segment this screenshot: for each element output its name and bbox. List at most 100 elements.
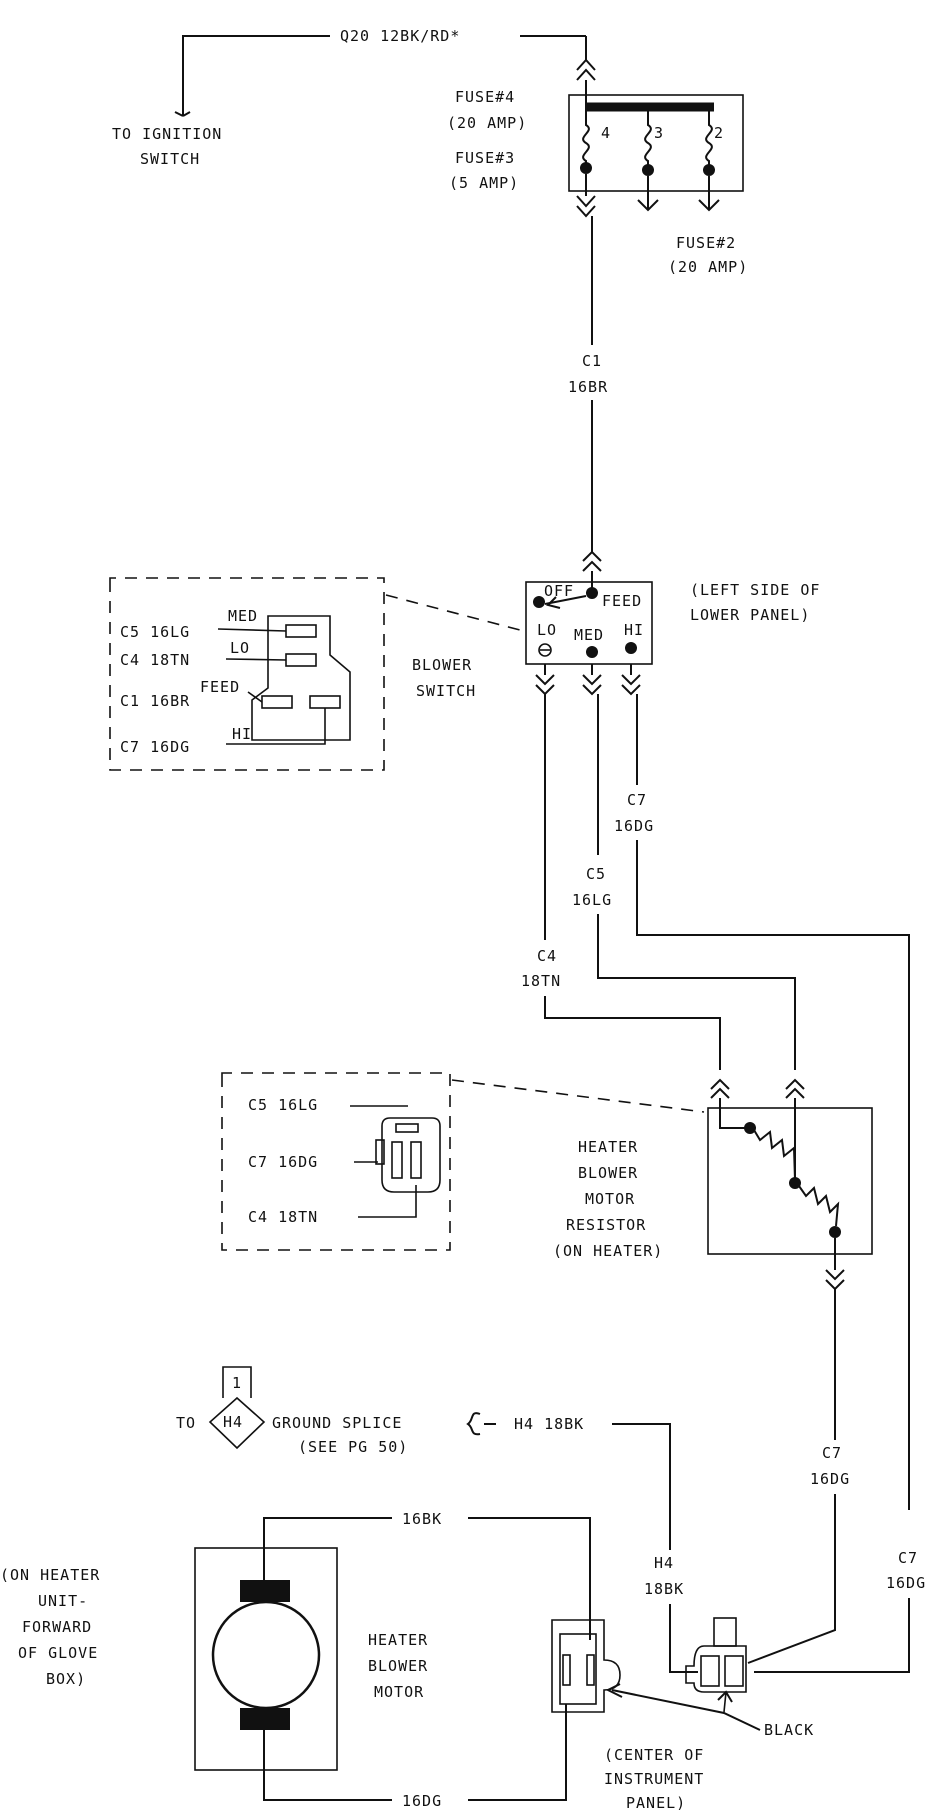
switch-terminal-hi <box>309 695 341 709</box>
fuse-3-label: FUSE#3 <box>455 149 515 167</box>
resistor-connector-row1: C5 16LG <box>248 1096 318 1114</box>
resistor-coil-1 <box>753 1129 796 1181</box>
ground-splice-id: H4 <box>223 1413 243 1431</box>
blower-switch-location-line2: LOWER PANEL) <box>690 606 810 624</box>
wire-h4-gauge: 18BK <box>644 1580 684 1598</box>
fuse-4-number: 4 <box>601 124 611 142</box>
motor-location-line4: OF GLOVE <box>18 1644 98 1662</box>
wire-c5-name: C5 <box>586 865 606 883</box>
connector-location-line1: (CENTER OF <box>604 1746 704 1764</box>
motor-location-line2: UNIT- <box>38 1592 88 1610</box>
switch-terminal-lo <box>285 653 317 667</box>
connector-color-label: BLACK <box>764 1721 814 1739</box>
resistor-label-line4: RESISTOR <box>566 1216 646 1234</box>
resistor-terminal-c5 <box>395 1123 419 1133</box>
ignition-switch-label-line1: TO IGNITION <box>112 125 222 143</box>
switch-connector-med: MED <box>228 607 258 625</box>
motor-wire-16dg: 16DG <box>402 1792 442 1810</box>
wire-c7-gauge: 16DG <box>614 817 654 835</box>
blower-switch-title-line2: SWITCH <box>416 682 476 700</box>
motor-location-line3: FORWARD <box>22 1618 92 1636</box>
resistor-connector-housing <box>381 1117 441 1193</box>
motor-title-line1: HEATER <box>368 1631 428 1649</box>
wire-c7-resistor-out: C7 16DG C7 16DG <box>747 1289 926 1673</box>
switch-connector-feed: FEED <box>200 678 240 696</box>
fuse-3-rating: (5 AMP) <box>449 174 519 192</box>
switch-connector-detail: C5 16LG C4 18TN C1 16BR C7 16DG MED LO F… <box>109 577 521 771</box>
fuse-block: 4 3 2 FUSE#4 (20 AMP) FUSE#3 (5 AMP) FUS… <box>447 80 748 276</box>
motor-armature-icon <box>211 1600 321 1710</box>
switch-terminal-med <box>285 624 317 638</box>
motor-title-line2: BLOWER <box>368 1657 428 1675</box>
switch-connector-row3: C1 16BR <box>120 692 190 710</box>
blower-switch: OFF FEED LO MED HI (LEFT SIDE OF LOWER P… <box>412 581 820 700</box>
switch-connector-row4: C7 16DG <box>120 738 190 756</box>
motor-wire-16bk: 16BK <box>402 1510 442 1528</box>
blower-switch-hi: HI <box>624 621 644 639</box>
blower-switch-location-line1: (LEFT SIDE OF <box>690 581 820 599</box>
ignition-feed: Q20 12BK/RD* TO IGNITION SWITCH <box>112 27 596 168</box>
resistor-terminal-c4 <box>410 1141 422 1179</box>
fuse-3-number: 3 <box>654 124 664 142</box>
resistor-label-line5: (ON HEATER) <box>553 1242 663 1260</box>
ignition-switch-label-line2: SWITCH <box>140 150 200 168</box>
blower-switch-feed: FEED <box>602 592 642 610</box>
blower-switch-med: MED <box>574 626 604 644</box>
motor-title-line3: MOTOR <box>374 1683 424 1701</box>
resistor-connector-row2: C7 16DG <box>248 1153 318 1171</box>
wire-c1-name: C1 <box>582 352 602 370</box>
connector-location-line2: INSTRUMENT <box>604 1770 704 1788</box>
switch-output-wires: C4 18TN C5 16LG C7 16DG <box>521 694 910 1510</box>
motor-connector-housing <box>551 1619 621 1713</box>
motor-connector <box>551 1619 621 1713</box>
wire-c7-name: C7 <box>627 791 647 809</box>
wire-c1-gauge: 16BR <box>568 378 608 396</box>
black-connector-housing <box>685 1645 747 1693</box>
resistor-label-line3: MOTOR <box>585 1190 635 1208</box>
wire-c1: C1 16BR <box>568 216 608 590</box>
switch-connector-housing <box>251 615 351 741</box>
resistor-terminal-c7 <box>391 1141 403 1179</box>
resistor-label-line2: BLOWER <box>578 1164 638 1182</box>
fuse-4-rating: (20 AMP) <box>447 114 527 132</box>
fuse-2-element <box>705 107 713 170</box>
ground-to: TO <box>176 1414 196 1432</box>
resistor-label-line1: HEATER <box>578 1138 638 1156</box>
wire-c7b-gauge: 16DG <box>810 1470 850 1488</box>
wire-c4-gauge: 18TN <box>521 972 561 990</box>
fuse-4-element <box>582 107 590 168</box>
switch-connector-row2: C4 18TN <box>120 651 190 669</box>
blower-switch-wiper <box>544 595 587 605</box>
switch-connector-hi: HI <box>232 725 252 743</box>
ground-splice-pin: 1 <box>232 1374 242 1392</box>
blower-switch-lo: LO <box>537 621 557 639</box>
blower-switch-off: OFF <box>544 582 574 600</box>
fuse-4-label: FUSE#4 <box>455 88 515 106</box>
fuse-2-rating: (20 AMP) <box>668 258 748 276</box>
blower-motor: 16BK 16DG (ON HEATER UNIT- FORWARD OF GL… <box>0 1510 591 1810</box>
ground-text-line2: (SEE PG 50) <box>298 1438 408 1456</box>
ground-splice-diamond <box>208 1396 266 1450</box>
fuse-2-label: FUSE#2 <box>676 234 736 252</box>
ground-break-symbol <box>466 1412 481 1436</box>
wire-c7c-name: C7 <box>898 1549 918 1567</box>
ground-splice: TO H4 1 GROUND SPLICE (SEE PG 50) H4 18B… <box>176 1366 698 1673</box>
fuse-2-number: 2 <box>714 124 724 142</box>
motor-location-line1: (ON HEATER <box>0 1566 100 1584</box>
switch-connector-lo: LO <box>230 639 250 657</box>
ground-text-line1: GROUND SPLICE <box>272 1414 402 1432</box>
blower-switch-title-line1: BLOWER <box>412 656 472 674</box>
ignition-wire-label: Q20 12BK/RD* <box>340 27 460 45</box>
fuse-3-element <box>644 107 652 170</box>
blower-motor-resistor: HEATER BLOWER MOTOR RESISTOR (ON HEATER) <box>553 1078 873 1291</box>
switch-terminal-feed <box>261 695 293 709</box>
ground-wire-label: H4 18BK <box>514 1415 584 1433</box>
resistor-coil-2 <box>798 1185 840 1227</box>
wire-c7b-name: C7 <box>822 1444 842 1462</box>
wire-c4-name: C4 <box>537 947 557 965</box>
wire-c7c-gauge: 16DG <box>886 1574 926 1592</box>
connector-location-line3: PANEL) <box>626 1794 686 1812</box>
wire-h4-name: H4 <box>654 1554 674 1572</box>
wire-c5-gauge: 16LG <box>572 891 612 909</box>
